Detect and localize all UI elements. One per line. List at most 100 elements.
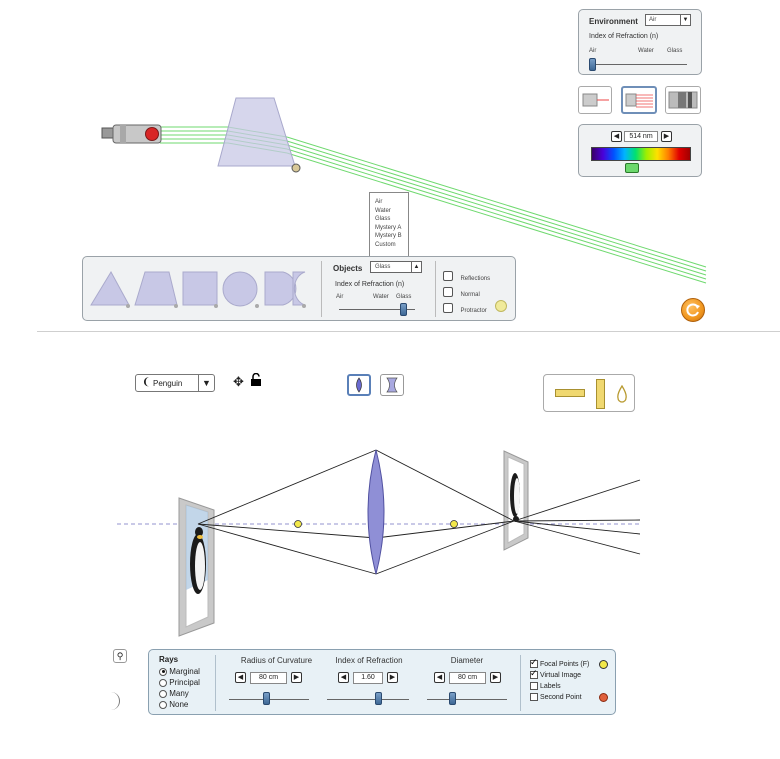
rays-option-none[interactable]: None [159,699,200,710]
rays-option-principal[interactable]: Principal [159,677,200,688]
object-selector-value: Penguin [153,379,183,388]
objects-ior-slider-track [339,309,415,310]
convex-lens-button[interactable] [347,374,371,396]
ior-decrease-button[interactable]: ◀ [338,672,349,683]
dropdown-option-custom[interactable]: Custom [375,241,396,248]
ior-increase-button[interactable]: ▶ [387,672,398,683]
dropdown-option-mystery-b[interactable]: Mystery B [375,233,402,239]
move-icon[interactable]: ✥ [233,374,244,389]
display-toggles: Focal Points (F) Virtual Image Labels Se… [530,657,590,703]
toggle-label: Second Point [539,694,582,701]
lens-shape[interactable] [292,271,306,306]
radius-decrease-button[interactable]: ◀ [235,672,246,683]
dropdown-option-mystery-a[interactable]: Mystery A [375,224,402,231]
wavelength-decrease-button[interactable]: ◀ [611,131,622,142]
convex-lens[interactable] [367,449,385,575]
dropdown-option-water[interactable]: Water [375,207,391,214]
focal-point-left[interactable] [294,520,302,528]
bending-light-canvas [101,97,707,284]
objects-ior-slider-thumb[interactable] [400,303,407,316]
toggle-label: Virtual Image [539,672,582,679]
vertical-ruler-icon[interactable] [596,379,605,409]
triangle-shape[interactable] [90,270,130,306]
toolbox-separator-1 [321,261,322,317]
protractor-checkbox-row[interactable]: Protractor [443,299,487,317]
penguin-object[interactable] [178,497,215,637]
objects-select-value: Glass [375,264,391,270]
reset-icon [686,303,700,317]
environment-ior-slider-thumb[interactable] [589,58,596,71]
focal-point-legend-icon [599,660,608,669]
object-selector[interactable]: ❨ Penguin ▼ [135,374,215,392]
environment-select[interactable]: Air ▼ [645,14,691,26]
semicircle-shape[interactable] [264,271,297,306]
panel-separator-2 [520,655,521,711]
reset-button[interactable] [681,298,705,322]
environment-select-value: Air [649,17,657,23]
second-point-toggle[interactable]: Second Point [530,692,589,703]
intensity-view-button[interactable] [665,86,701,114]
environment-tick-air: Air [589,48,597,54]
diameter-increase-button[interactable]: ▶ [490,672,501,683]
toolbox-separator-2 [435,261,436,317]
laser-pointer[interactable] [101,124,162,144]
light-source-icon[interactable] [616,385,628,403]
ray-view-button[interactable] [578,86,612,114]
objects-ior-label: Index of Refraction (n) [335,281,405,288]
radius-increase-button[interactable]: ▶ [291,672,302,683]
objects-select[interactable]: Glass ▲ [370,261,422,273]
ior-slider-thumb[interactable] [375,692,382,705]
toggle-label: Focal Points (F) [539,661,590,668]
radius-slider-thumb[interactable] [263,692,270,705]
protractor-icon [495,300,507,312]
shape-palette [90,270,306,308]
optics-control-panel: Rays Marginal Principal Many None Radius… [148,649,616,715]
environment-panel: Environment Air ▼ Index of Refraction (n… [578,9,702,75]
rays-title: Rays [159,655,179,664]
dropdown-option-air[interactable]: Air [375,199,383,205]
prism-rotate-handle[interactable] [291,163,301,173]
rays-radio-group: Marginal Principal Many None [159,666,200,710]
wavelength-spectrum-bar[interactable] [591,147,691,161]
reflections-checkbox-row[interactable]: Reflections [443,267,490,285]
focal-points-toggle[interactable]: Focal Points (F) [530,657,590,670]
normal-checkbox-row[interactable]: Normal [443,283,480,301]
horizontal-ruler-icon[interactable] [555,389,585,397]
rays-option-label: None [169,700,189,709]
square-shape[interactable] [182,271,218,306]
protractor-checkbox[interactable] [443,302,453,313]
prism[interactable] [217,97,296,167]
ior-label: Index of Refraction [335,656,403,665]
concave-lens-button[interactable] [380,374,404,396]
rays-option-many[interactable]: Many [159,688,200,699]
wave-view-button[interactable] [621,86,657,114]
reflections-checkbox[interactable] [443,270,453,281]
zoom-icon[interactable]: ⚲ [113,649,127,663]
wavelength-slider-thumb[interactable] [625,163,639,173]
chevron-down-icon[interactable]: ▼ [680,15,690,25]
labels-toggle[interactable]: Labels [530,681,589,692]
panel-separator-1 [215,655,216,711]
rays-option-marginal[interactable]: Marginal [159,666,200,677]
chevron-up-icon[interactable]: ▲ [411,262,421,272]
dropdown-option-glass[interactable]: Glass [375,216,391,222]
trapezoid-shape[interactable] [134,271,178,306]
chevron-down-icon[interactable]: ▼ [198,375,214,391]
toggle-label: Labels [539,683,561,690]
virtual-image-toggle[interactable]: Virtual Image [530,668,589,681]
objects-tick-water: Water [373,294,389,300]
focal-point-right[interactable] [450,520,458,528]
wavelength-increase-button[interactable]: ▶ [661,131,672,142]
diameter-slider-track [427,699,507,700]
normal-checkbox[interactable] [443,286,453,297]
circle-shape[interactable] [222,271,258,307]
diameter-value: 80 cm [449,672,486,684]
diameter-slider-thumb[interactable] [449,692,456,705]
unlock-icon[interactable] [250,372,262,392]
penguin-image [503,450,529,551]
marginal-rays [197,449,641,575]
objects-dropdown-list[interactable]: Air Water Glass Mystery A Mystery B Cust… [369,192,409,258]
penguin-icon: ❨ [142,377,151,388]
reset-partial-button[interactable] [108,692,120,710]
diameter-decrease-button[interactable]: ◀ [434,672,445,683]
